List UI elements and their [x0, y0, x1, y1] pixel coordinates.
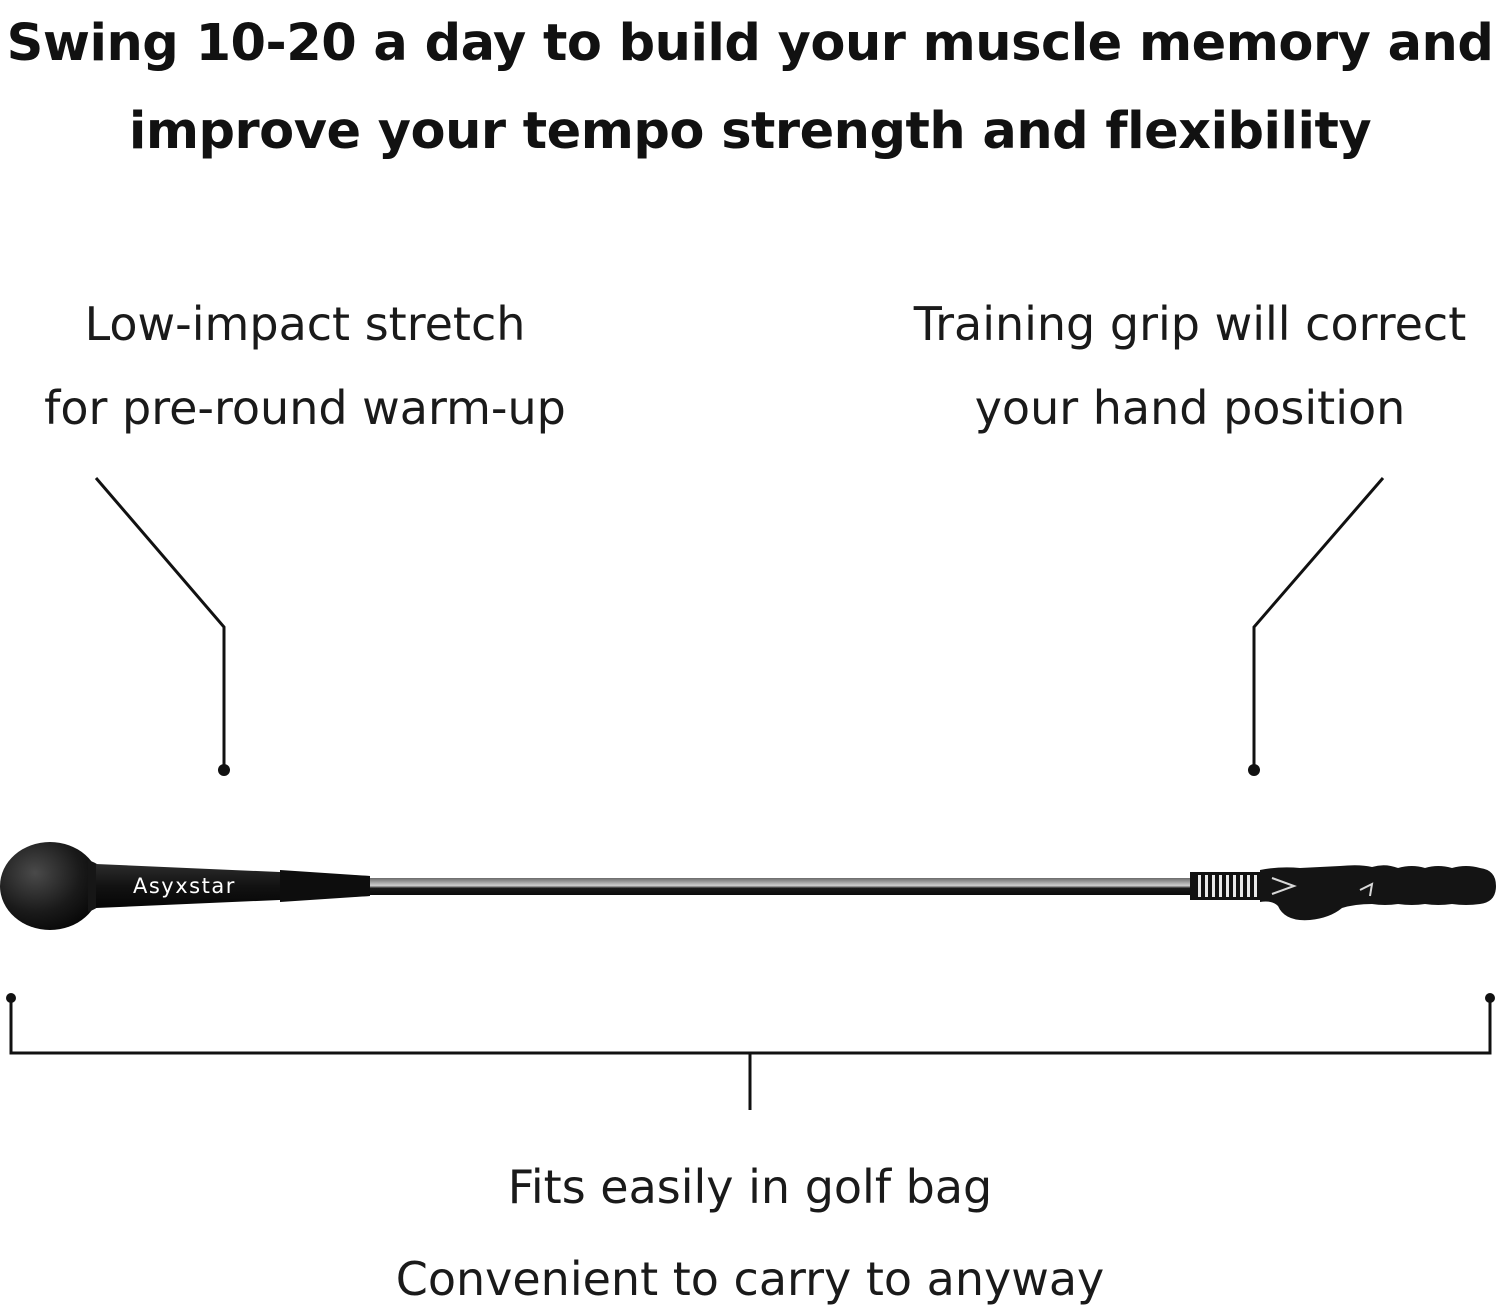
leader-line-left [94, 477, 230, 776]
callout-left: Low-impact stretch for pre-round warm-up [0, 282, 610, 450]
brand-logo: Asyxstar [133, 874, 236, 898]
trainer-weighted-head [0, 842, 100, 930]
leader-dot-left [218, 764, 230, 776]
training-grip [1260, 865, 1496, 921]
callout-right: Training grip will correct your hand pos… [880, 282, 1500, 450]
headline: Swing 10-20 a day to build your muscle m… [0, 0, 1500, 176]
callout-left-line-1: Low-impact stretch [84, 297, 526, 351]
leader-line-right [1248, 477, 1385, 776]
fits-in-bag-text: Fits easily in golf bag [507, 1160, 993, 1214]
length-bracket [6, 993, 1495, 1110]
headline-line-1: Swing 10-20 a day to build your muscle m… [6, 14, 1494, 73]
swing-trainer: Asyxstar [0, 842, 1496, 930]
callout-left-line-2: for pre-round warm-up [44, 381, 566, 435]
trainer-shaft [360, 878, 1200, 895]
callout-right-line-1: Training grip will correct [913, 297, 1467, 351]
callout-right-line-2: your hand position [974, 381, 1406, 435]
grip-ferrule [1190, 872, 1262, 900]
headline-line-2: improve your tempo strength and flexibil… [128, 102, 1372, 161]
convenient-carry-text: Convenient to carry to anyway [395, 1252, 1105, 1306]
leader-dot-right [1248, 764, 1260, 776]
